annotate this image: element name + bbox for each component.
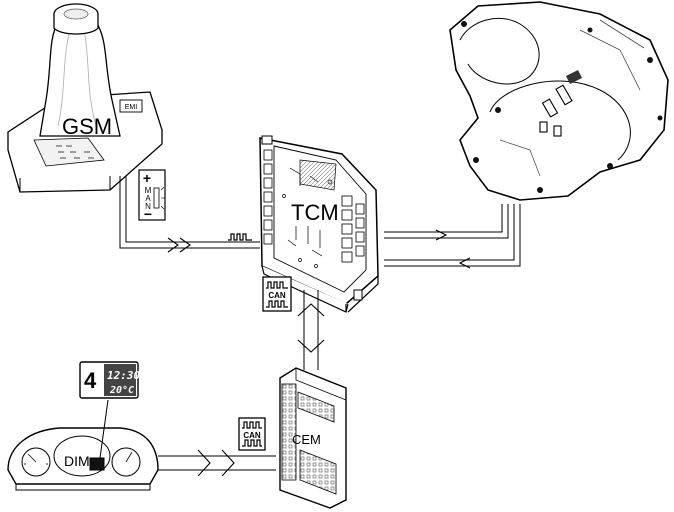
can-bus-badge-1: CAN xyxy=(262,276,292,312)
gsm-manual-panel: + M A N − xyxy=(138,169,166,222)
can-signal-top-icon xyxy=(266,281,288,289)
driver-information-module: DIM xyxy=(7,399,159,491)
gsm-tcm-link xyxy=(119,176,260,253)
can-label-1: CAN xyxy=(268,291,286,300)
minus-symbol: − xyxy=(144,206,152,222)
can-signal-bottom-icon xyxy=(242,439,262,447)
dim-cem-link xyxy=(158,449,276,477)
cem-label: CEM xyxy=(292,432,321,447)
n-letter: N xyxy=(145,202,151,211)
plus-symbol: + xyxy=(143,170,151,186)
tcm-label: TCM xyxy=(291,200,339,225)
transmission-unit xyxy=(449,1,669,201)
signal-pulse-icon xyxy=(228,233,252,241)
indicator-glow-icon xyxy=(160,186,165,210)
shifter-badge: EMI xyxy=(125,104,138,111)
tcm-transmission-link xyxy=(384,204,521,269)
temperature-readout: 20°C xyxy=(109,385,134,396)
a-letter: A xyxy=(145,194,151,203)
dim-display-callout: 4 12:30 20°C xyxy=(79,361,140,399)
clock-readout: 12:30 xyxy=(107,369,140,382)
dim-display-window xyxy=(89,457,105,471)
can-label-2: CAN xyxy=(243,431,261,440)
can-signal-top-icon xyxy=(242,421,262,429)
dim-label: DIM xyxy=(64,453,90,469)
can-bus-badge-2: CAN xyxy=(238,417,266,451)
tcm-cem-link xyxy=(297,290,325,370)
gsm-label: GSM xyxy=(62,114,112,139)
central-electronic-module: CEM xyxy=(279,367,347,509)
m-letter: M xyxy=(145,186,152,195)
gear-indicator: 4 xyxy=(84,368,97,393)
can-signal-bottom-icon xyxy=(266,300,288,308)
gear-selector-module: EMI GSM xyxy=(7,3,163,193)
